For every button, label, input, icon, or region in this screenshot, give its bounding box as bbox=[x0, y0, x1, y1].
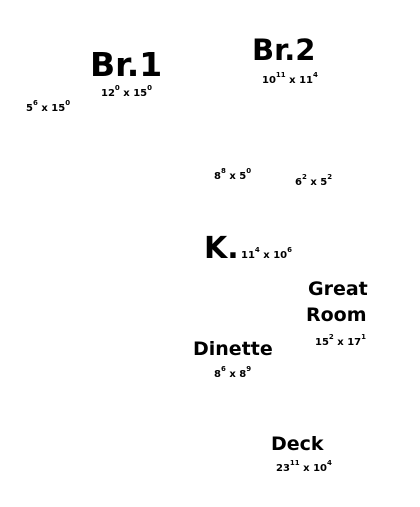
room-dimensions-great-room: 152 x 171 bbox=[315, 333, 366, 348]
dim-length-feet: 8 bbox=[239, 369, 247, 380]
dim-length-feet: 10 bbox=[273, 250, 288, 261]
dim-width-inches: 11 bbox=[275, 70, 286, 79]
dim-separator: x bbox=[303, 463, 310, 474]
room-dimensions-closet-left: 56 x 150 bbox=[26, 99, 70, 114]
dim-length-inches: 6 bbox=[287, 245, 293, 254]
dim-length-inches: 4 bbox=[313, 70, 318, 79]
room-dimensions-kitchen: 114 x 106 bbox=[241, 246, 292, 261]
room-title-kitchen: K. bbox=[204, 231, 239, 266]
dim-length-feet: 17 bbox=[347, 337, 362, 348]
room-dimensions-br2: 1011 x 114 bbox=[262, 71, 318, 86]
dim-separator: x bbox=[123, 88, 130, 99]
dim-width-inches: 6 bbox=[220, 364, 226, 373]
room-dimensions-bath: 88 x 50 bbox=[214, 167, 251, 182]
dim-length-feet: 10 bbox=[313, 463, 328, 474]
room-title-deck: Deck bbox=[271, 433, 324, 455]
dim-width-feet: 15 bbox=[315, 337, 329, 348]
dim-width-feet: 23 bbox=[276, 463, 290, 474]
dim-separator: x bbox=[263, 250, 270, 261]
dim-separator: x bbox=[41, 103, 48, 114]
room-title-dinette: Dinette bbox=[193, 338, 273, 360]
dim-width-feet: 11 bbox=[241, 250, 255, 261]
dim-length-feet: 15 bbox=[51, 103, 66, 114]
dim-width-feet: 12 bbox=[101, 88, 115, 99]
room-title-great-room-line1: Great bbox=[308, 278, 368, 300]
dim-width-inches: 2 bbox=[328, 332, 334, 341]
room-dimensions-laundry: 62 x 52 bbox=[295, 173, 332, 188]
dim-length-inches: 0 bbox=[65, 98, 71, 107]
dim-separator: x bbox=[229, 369, 236, 380]
dim-width-inches: 11 bbox=[289, 458, 300, 467]
dim-length-feet: 5 bbox=[320, 177, 328, 188]
dim-separator: x bbox=[310, 177, 317, 188]
room-title-great-room-line2: Room bbox=[306, 304, 367, 326]
dim-width-inches: 0 bbox=[114, 83, 120, 92]
room-dimensions-deck: 2311 x 104 bbox=[276, 459, 332, 474]
dim-length-feet: 15 bbox=[133, 88, 148, 99]
room-dimensions-br1: 120 x 150 bbox=[101, 84, 152, 99]
dim-width-inches: 2 bbox=[301, 172, 307, 181]
dim-length-inches: 2 bbox=[327, 172, 333, 181]
room-title-br1: Br.1 bbox=[90, 45, 163, 84]
dim-width-inches: 8 bbox=[220, 166, 226, 175]
room-title-br2: Br.2 bbox=[252, 33, 316, 67]
dim-separator: x bbox=[337, 337, 344, 348]
dim-separator: x bbox=[229, 171, 236, 182]
dim-width-feet: 8 bbox=[214, 171, 221, 182]
dim-length-inches: 4 bbox=[327, 458, 332, 467]
dim-length-feet: 5 bbox=[239, 171, 247, 182]
dim-width-feet: 10 bbox=[262, 75, 276, 86]
dim-length-inches: 9 bbox=[246, 364, 252, 373]
dim-length-feet: 11 bbox=[299, 75, 314, 86]
dim-width-inches: 4 bbox=[254, 245, 260, 254]
dim-length-inches: 1 bbox=[361, 332, 367, 341]
dim-width-feet: 5 bbox=[26, 103, 33, 114]
dim-separator: x bbox=[289, 75, 296, 86]
room-dimensions-dinette: 86 x 89 bbox=[214, 365, 251, 380]
dim-width-feet: 8 bbox=[214, 369, 221, 380]
dim-width-inches: 6 bbox=[32, 98, 38, 107]
dim-length-inches: 0 bbox=[246, 166, 252, 175]
dim-length-inches: 0 bbox=[147, 83, 153, 92]
dim-width-feet: 6 bbox=[295, 177, 302, 188]
